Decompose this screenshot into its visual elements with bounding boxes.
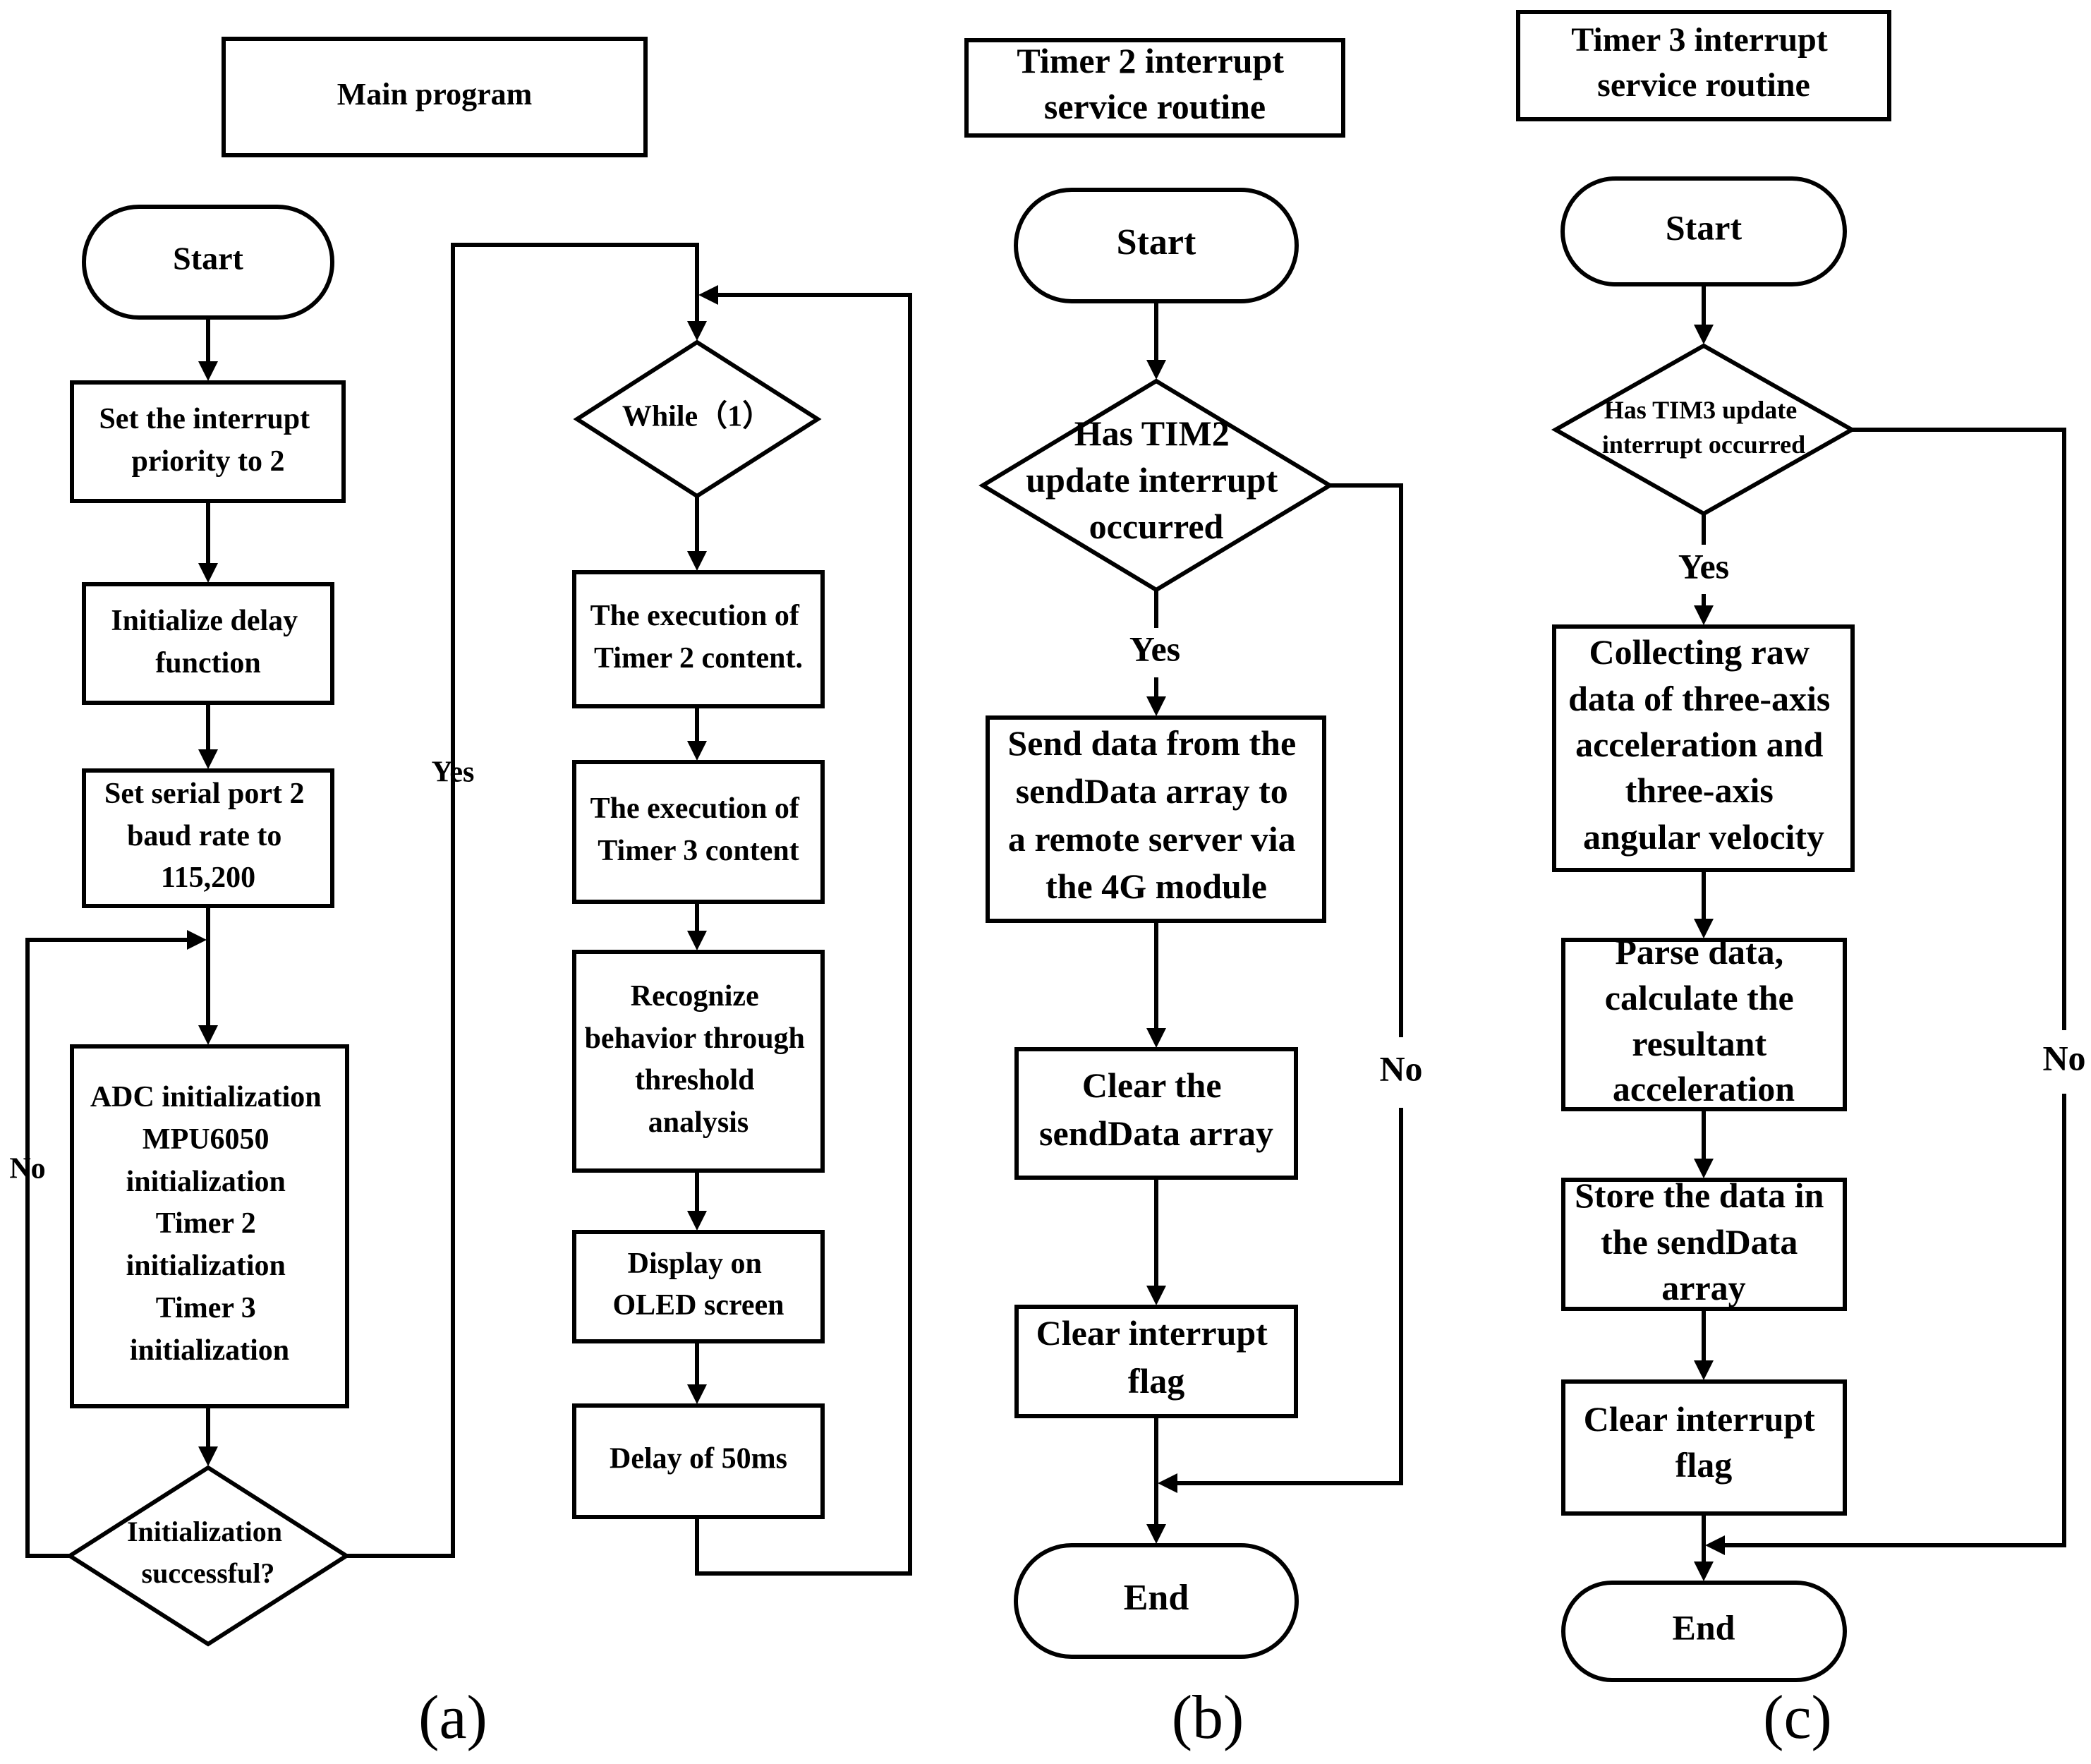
panel-a-exec-timer3-box [572,760,825,904]
panel-c-title: Timer 3 interrupt service routine [1571,21,1836,104]
panel-b-start-label: Start [1117,222,1196,262]
panel-a-delay-text: Delay of 50ms [610,1443,787,1475]
panel-c-end-label: End [1673,1607,1735,1647]
panel-a-delay-box [572,1403,825,1519]
panel-b-no-label: No [1379,1049,1422,1088]
panel-a-title-box [222,37,648,157]
panel-c-end-terminal [1561,1581,1847,1682]
panel-a-init-block-text: ADC initialization MPU6050 initializatio… [90,1081,329,1367]
panel-a-exec-timer2-box [572,570,825,708]
panel-a-exec-timer3-text: The execution of Timer 3 content [590,792,807,867]
panel-b-end-label: End [1124,1578,1189,1618]
panel-c-no-label: No [2042,1038,2085,1077]
panel-b-yes-label: Yes [1129,629,1180,668]
panel-a-set-serial-text: Set serial port 2 baud rate to 115,200 [104,778,312,894]
panel-b-tim2-decision-text: Has TIM2 update interrupt occurred [1026,413,1286,546]
panel-c-store-text: Store the data in the sendData array [1575,1176,1833,1307]
panel-c-yes-label: Yes [1678,546,1729,586]
panel-a-set-serial-box [82,768,334,908]
panel-c-title-box [1516,10,1891,121]
panel-a-init-block-box [70,1044,349,1408]
panel-a-set-priority-text: Set the interrupt priority to 2 [99,403,317,478]
panel-a-connectors [25,243,912,1576]
panel-b-title: Timer 2 interrupt service routine [1017,41,1292,126]
panel-a-init-delay-box [82,582,334,705]
panel-a-main-program: Main program Start Set the interrupt pri… [9,37,912,1752]
panel-a-caption: (a) [418,1684,487,1752]
panel-c-caption: (c) [1763,1684,1832,1752]
panel-a-recognize-box [572,950,825,1173]
panel-c-store-box [1561,1178,1847,1311]
panel-c-collect-text: Collecting raw data of three-axis accele… [1568,632,1839,857]
panel-c-parse-text: Parse data, calculate the resultant acce… [1605,932,1802,1108]
panel-b-title-box [964,38,1345,138]
panel-a-init-delay-text: Initialize delay function [111,605,305,679]
panel-b-connectors [1146,301,1403,1544]
panel-b-send-text: Send data from the sendData array to a r… [1007,723,1304,906]
panel-b-clear-flag-text: Clear interrupt flag [1036,1313,1277,1401]
panel-b-end-terminal [1014,1543,1299,1659]
panel-c-collect-box [1552,624,1855,872]
panel-a-set-priority-box [70,380,346,503]
panel-a-while-text: While（1） [622,400,772,433]
panel-b-timer2-isr: Timer 2 interrupt service routine Start … [964,38,1423,1752]
panel-c-tim3-decision [1551,343,1857,516]
panel-c-timer3-isr: Timer 3 interrupt service routine Start … [1516,10,2086,1752]
panel-a-display-text: Display on OLED screen [612,1248,784,1322]
panel-b-send-box [986,715,1326,923]
panel-b-clear-array-text: Clear the sendData array [1039,1065,1273,1153]
panel-a-title: Main program [337,77,533,111]
panel-c-connectors [1694,284,2066,1581]
panel-a-init-success-text: Initialization successful? [127,1516,289,1589]
panel-c-start-label: Start [1666,207,1742,247]
panel-c-tim3-decision-text: Has TIM3 update interrupt occurred [1602,396,1805,459]
panel-a-recognize-text: Recognize behavior through threshold ana… [585,980,813,1139]
panel-c-clear-flag-text: Clear interrupt flag [1584,1399,1824,1485]
panel-a-init-success-decision [66,1465,351,1647]
panel-a-exec-timer2-text: The execution of Timer 2 content. [590,600,807,675]
panel-b-caption: (b) [1172,1684,1244,1752]
panel-a-start-label: Start [173,241,243,277]
